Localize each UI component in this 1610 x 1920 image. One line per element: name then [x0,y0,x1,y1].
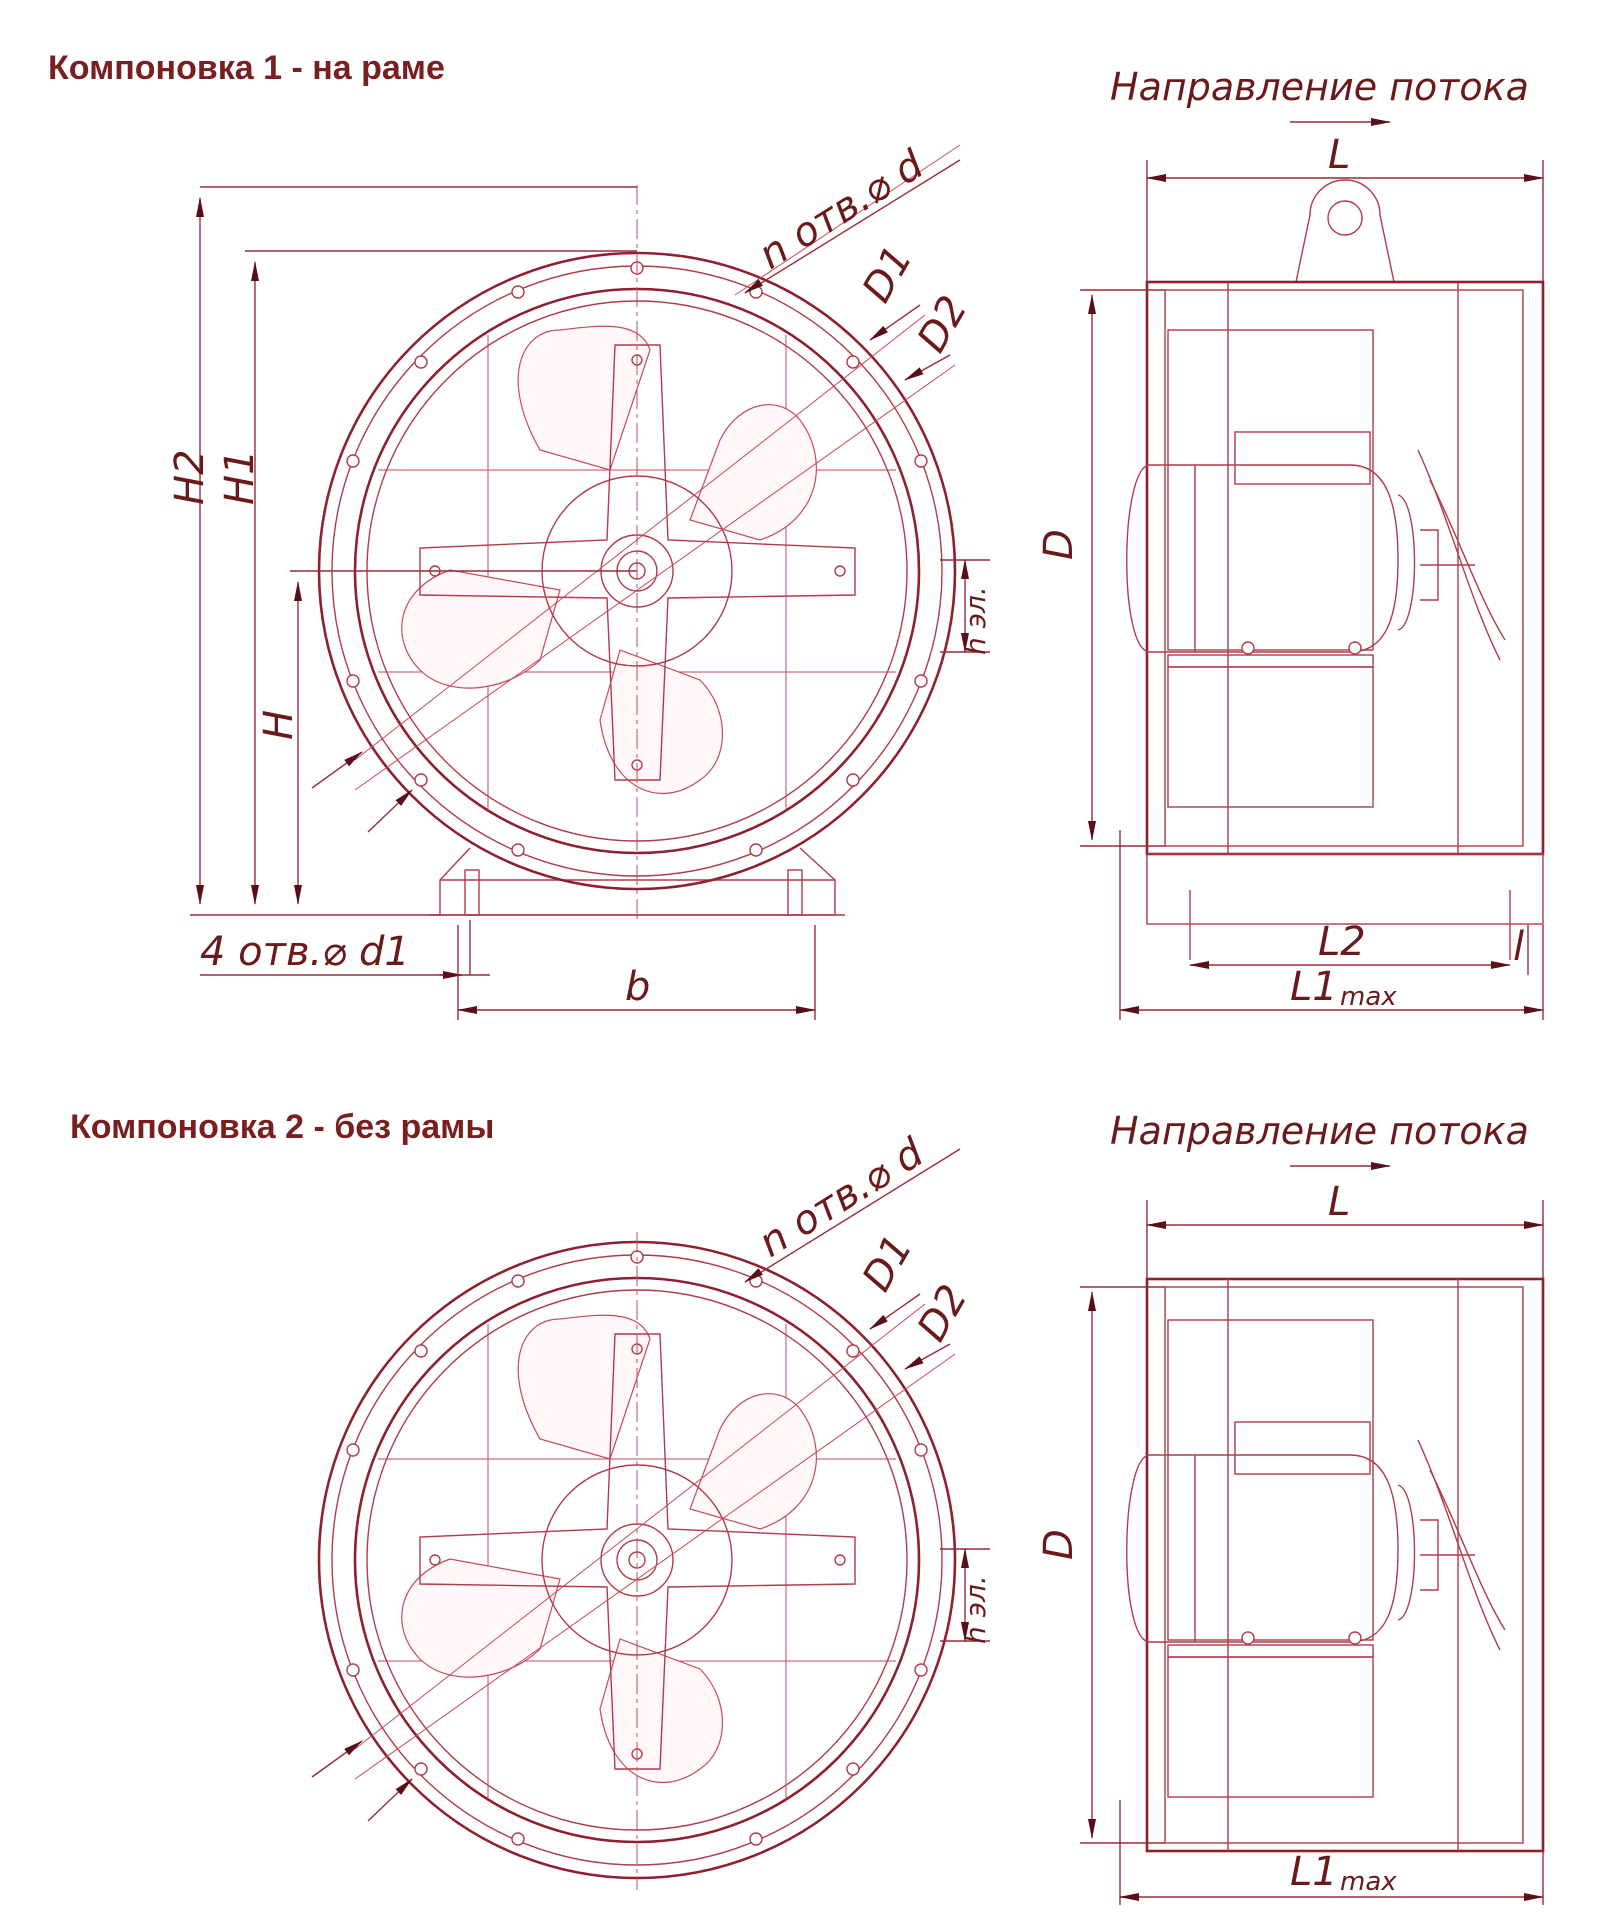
label-D1-2: D1 [854,1227,922,1330]
svg-text:D2: D2 [909,288,977,360]
svg-text:D1: D1 [854,238,922,310]
svg-text:L: L [1328,132,1350,178]
svg-text:max: max [1340,1867,1397,1897]
layout-2: Компоновка 2 - без рамы [70,1108,1545,1905]
dim-L1max-2: L1 max [1119,1800,1544,1905]
label-D1: D1 [854,238,922,341]
dim-H1: H1 [217,250,637,905]
front-view-2: n отв.⌀ d D1 D2 h эл. [311,1129,992,1890]
svg-text:H1: H1 [217,449,263,505]
label-D2-2: D2 [904,1277,977,1370]
dim-L2: L2 l [1189,919,1529,975]
front-view-1: H2 H1 H n отв.⌀ d D1 [167,141,992,1020]
svg-text:H: H [256,710,302,740]
svg-text:D2: D2 [909,1277,977,1349]
layout-1-title: Компоновка 1 - на раме [48,49,445,87]
svg-text:Направление потока: Направление потока [1110,1109,1529,1153]
svg-text:Направление потока: Направление потока [1110,65,1529,109]
dim-L-2: L [1146,1179,1544,1290]
layout-2-title: Компоновка 2 - без рамы [70,1108,494,1146]
svg-text:h эл.: h эл. [959,586,992,655]
label-n-holes: n отв.⌀ d [744,141,961,294]
dim-H2: H2 [167,186,637,905]
svg-text:H2: H2 [167,449,213,505]
label-D2: D2 [904,288,977,381]
svg-text:L2: L2 [1318,919,1366,965]
svg-text:D: D [1036,529,1082,560]
motor-icon [1126,329,1506,808]
svg-text:D1: D1 [854,1227,922,1299]
dim-b: b [457,925,816,1020]
svg-text:L: L [1328,1179,1350,1225]
impeller-icon [401,325,856,795]
motor-icon [1126,1319,1506,1798]
side-view-2: Направление потока L [1036,1109,1545,1905]
svg-text:L1: L1 [1290,964,1338,1010]
casing-body-2 [1145,1277,1545,1853]
dim-D-2: D [1036,1286,1165,1844]
dim-D: D [1036,289,1165,847]
svg-text:L1: L1 [1290,1849,1338,1895]
dim-h-el: h эл. [940,559,992,655]
svg-text:max: max [1340,982,1397,1012]
svg-text:D: D [1036,1529,1082,1560]
dim-L1max: L1 max [1119,830,1544,1020]
casing-body [1145,280,1545,856]
dim-H: H [256,570,637,905]
dim-h-el-2: h эл. [940,1548,992,1644]
motor-cross [419,344,856,781]
dim-L: L [1146,132,1544,290]
svg-text:b: b [625,964,650,1010]
svg-text:l: l [1513,924,1524,970]
label-holes-d1: 4 отв.⌀ d1 [200,920,490,979]
svg-text:4 отв.⌀ d1: 4 отв.⌀ d1 [200,929,410,975]
side-view-1: Направление потока L [1036,65,1545,1020]
svg-text:h эл.: h эл. [959,1575,992,1644]
label-n-holes-2: n отв.⌀ d [744,1129,961,1283]
impeller-icon [401,1314,856,1784]
layout-1: Компоновка 1 - на раме [48,49,1545,1020]
